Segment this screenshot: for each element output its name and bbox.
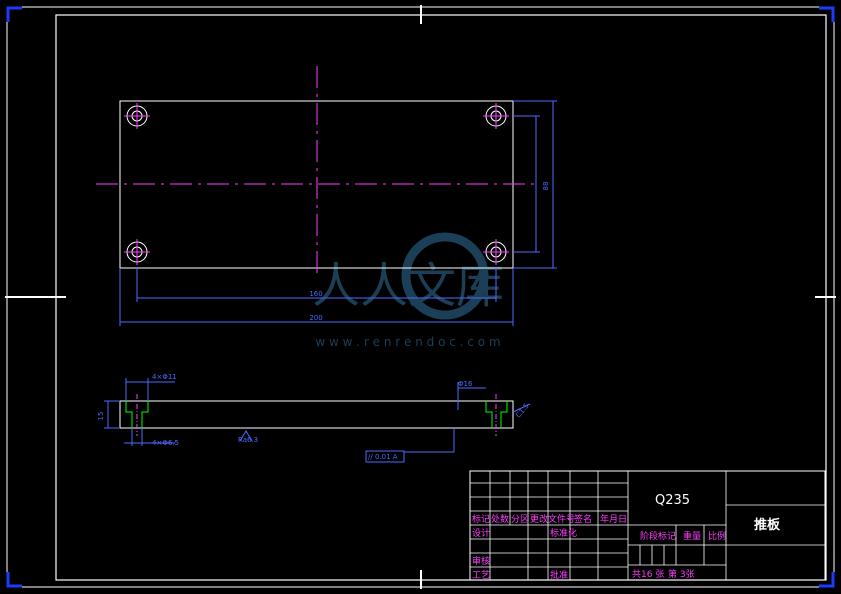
- watermark-logo-ring: [401, 232, 489, 320]
- hole-bottom-left: [124, 239, 150, 265]
- header-count: 处数: [491, 513, 509, 525]
- stage-mark-label: 阶段标记: [640, 530, 676, 542]
- watermark-url: w w w . r e n r e n d o c . c o m: [315, 335, 500, 349]
- hole-top-left: [124, 103, 150, 129]
- watermark: 人人文库 w w w . r e n r e n d o c . c o m: [312, 232, 504, 349]
- material-label: Q235: [655, 493, 690, 508]
- front-view-dimensions: [104, 378, 531, 453]
- counterbore-right: [485, 394, 508, 436]
- top-view: 88 160 200: [96, 66, 557, 326]
- row-approve: 批准: [550, 569, 568, 581]
- plate-outline-front: [119, 400, 514, 429]
- corner-markers: [6, 6, 835, 588]
- title-block: 标记 处数 分区 更改文件号 签名 年月日 设计 标准化 审核 工艺 批准 阶段…: [469, 470, 826, 581]
- counterbore-label: Φ16: [458, 380, 473, 388]
- row-design: 设计: [472, 527, 490, 539]
- sheet-number: 第 3张: [668, 568, 695, 580]
- header-change-doc: 更改文件号: [530, 513, 575, 525]
- flatness-label: // 0.01 A: [368, 453, 398, 461]
- title-block-grid: [470, 471, 825, 580]
- roughness-label: Ra6.3: [238, 436, 258, 444]
- header-date: 年月日: [600, 513, 627, 525]
- watermark-text: 人人文库: [312, 258, 504, 314]
- header-zone: 分区: [511, 514, 529, 525]
- scale-label: 比例: [708, 530, 726, 542]
- front-view: 4×Φ11 4×Φ6.5 15 Φ16 C1.5 Ra6.3 // 0.01 A: [97, 373, 531, 463]
- overall-length-label: 200: [309, 314, 322, 322]
- bottom-hole-label: 4×Φ6.5: [152, 439, 179, 447]
- flatness-frame: [365, 450, 405, 463]
- weight-label: 重量: [683, 530, 701, 542]
- row-process: 工艺: [472, 570, 490, 581]
- hole-spacing-label: 160: [309, 290, 322, 298]
- height-dimension-label: 88: [542, 182, 550, 191]
- top-view-dimensions: [119, 100, 557, 326]
- title-block-frame: [469, 470, 826, 581]
- thickness-label: 15: [97, 412, 105, 421]
- header-signature: 签名: [574, 513, 592, 525]
- hole-bottom-right: [483, 239, 509, 265]
- part-name: 推板: [754, 517, 781, 533]
- row-standardization: 标准化: [550, 527, 577, 539]
- sheets-total: 共16 张: [632, 569, 664, 580]
- hole-top-right: [483, 103, 509, 129]
- counterbore-left: [125, 394, 149, 436]
- centering-marks: [5, 5, 836, 589]
- row-review: 审核: [472, 555, 490, 567]
- top-hole-label: 4×Φ11: [152, 373, 177, 381]
- header-mark: 标记: [472, 513, 490, 525]
